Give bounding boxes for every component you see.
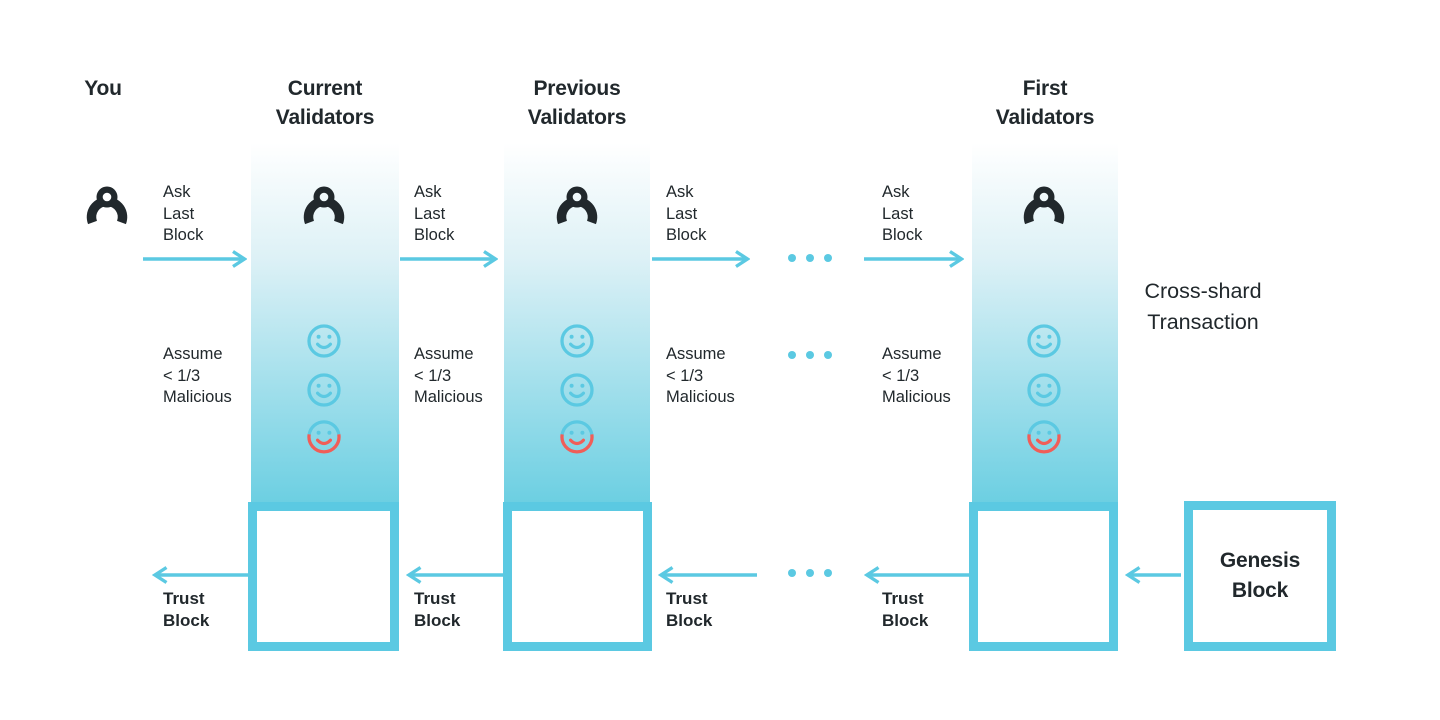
happy-validator-icon [307, 373, 341, 407]
arrow-right-icon [864, 250, 964, 268]
block-previous [503, 502, 652, 651]
arrow-left-icon [1125, 566, 1181, 584]
you-title: You [84, 77, 122, 100]
genesis-block-label: Genesis Block [1219, 549, 1301, 602]
trust-block-label: Trust Block [666, 589, 713, 630]
arrow-right-icon [400, 250, 498, 268]
ellipsis-icon [788, 569, 832, 577]
assume-malicious-label: Assume < 1/3 Malicious [882, 345, 951, 406]
ask-last-block-label: Ask Last Block [882, 183, 923, 244]
ask-last-block-label: Ask Last Block [414, 183, 455, 244]
arrow-right-icon [143, 250, 247, 268]
person-icon [302, 184, 346, 230]
trust-block-label: Trust Block [414, 589, 461, 630]
column-title-first: First Validators [995, 77, 1095, 129]
column-title-previous: Previous Validators [527, 77, 627, 129]
malicious-validator-icon [307, 420, 341, 454]
arrow-left-icon [406, 566, 503, 584]
block-first [969, 502, 1118, 651]
happy-validator-icon [560, 324, 594, 358]
happy-validator-icon [1027, 373, 1061, 407]
assume-malicious-label: Assume < 1/3 Malicious [163, 345, 232, 406]
arrow-left-icon [658, 566, 757, 584]
person-icon [555, 184, 599, 230]
ask-last-block-label: Ask Last Block [666, 183, 707, 244]
arrow-right-icon [652, 250, 750, 268]
happy-validator-icon [560, 373, 594, 407]
arrow-left-icon [152, 566, 248, 584]
ellipsis-icon [788, 254, 832, 262]
ellipsis-icon [788, 351, 832, 359]
assume-malicious-label: Assume < 1/3 Malicious [666, 345, 735, 406]
happy-validator-icon [307, 324, 341, 358]
genesis-block: Genesis Block [1184, 501, 1336, 651]
malicious-validator-icon [1027, 420, 1061, 454]
cross-shard-transaction-label: Cross-shard Transaction [1144, 279, 1262, 334]
column-title-current: Current Validators [275, 77, 375, 129]
ask-last-block-label: Ask Last Block [163, 183, 204, 244]
block-current [248, 502, 399, 651]
person-icon [85, 184, 129, 230]
happy-validator-icon [1027, 324, 1061, 358]
assume-malicious-label: Assume < 1/3 Malicious [414, 345, 483, 406]
trust-block-label: Trust Block [882, 589, 929, 630]
malicious-validator-icon [560, 420, 594, 454]
arrow-left-icon [864, 566, 970, 584]
person-icon [1022, 184, 1066, 230]
trust-block-label: Trust Block [163, 589, 210, 630]
